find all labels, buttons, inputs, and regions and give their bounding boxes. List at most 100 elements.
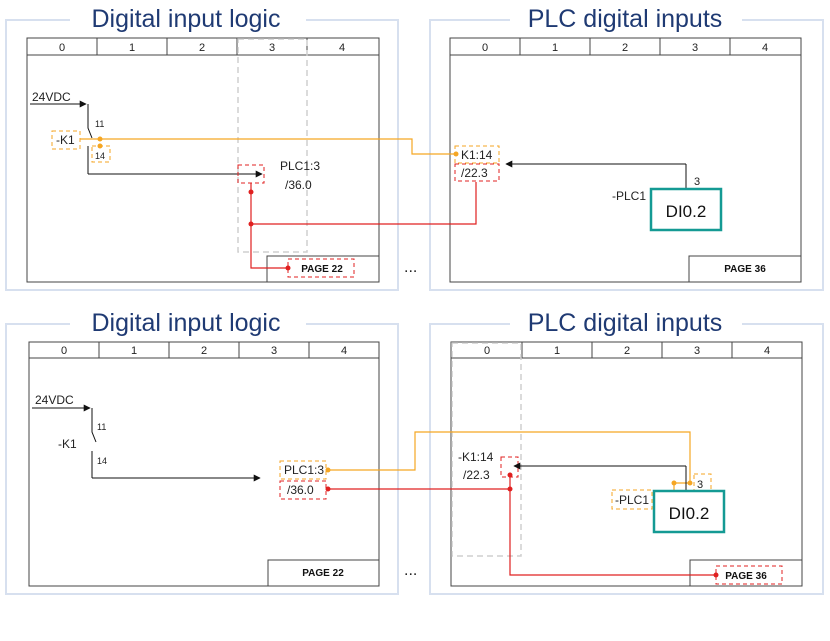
- page-label: PAGE 22: [301, 264, 343, 275]
- column-label: 0: [484, 345, 490, 357]
- column-label: 2: [201, 345, 207, 357]
- column-label: 2: [624, 345, 630, 357]
- panel-2-title: PLC digital inputs: [528, 5, 723, 33]
- xref-source-label: K1:14: [461, 148, 493, 162]
- sheet-frame: [449, 37, 802, 283]
- device-highlight: [611, 489, 653, 510]
- sheet-bottom-left: 0 1 2 3 4: [28, 341, 380, 587]
- column-highlight-0: [451, 342, 522, 557]
- column-label: 3: [271, 345, 277, 357]
- top-left-circuit: 24VDC 11 14 -K1 PLC1:3 /36.0: [30, 90, 320, 192]
- bottom-red-link: [328, 475, 716, 576]
- terminal-label: 3: [697, 479, 703, 491]
- column-label: 2: [199, 42, 205, 54]
- top-orange-link: [80, 138, 456, 155]
- relay-label: -K1: [56, 133, 75, 147]
- bottom-left-circuit: 24VDC 11 14 -K1 PLC1:3 /36.0 PAGE 22: [32, 393, 344, 579]
- column-label: 4: [762, 42, 768, 54]
- ellipsis: ...: [404, 259, 417, 276]
- top-red-dots: [248, 189, 291, 271]
- page-box: [266, 255, 380, 283]
- page-label: PAGE 36: [724, 264, 766, 275]
- column-label: 2: [622, 42, 628, 54]
- column-highlight-3: [237, 38, 308, 253]
- panel-titles: Digital input logic PLC digital inputs D…: [70, 4, 742, 340]
- page-box: [689, 559, 803, 587]
- pin-out-label: 14: [97, 456, 107, 466]
- xref-target-label: PLC1:3: [284, 463, 324, 477]
- xref-to-page-wire: [250, 224, 288, 269]
- page-box: [688, 255, 802, 283]
- contact-upper-wire: [91, 408, 97, 443]
- xref-location-highlight: [454, 163, 500, 182]
- top-red-link: [250, 182, 477, 269]
- terminal-label: 3: [694, 176, 700, 188]
- title-bg-1: [70, 4, 306, 36]
- plc-input-label: DI0.2: [666, 202, 707, 221]
- column-label: 0: [59, 42, 65, 54]
- column-label: 1: [129, 42, 135, 54]
- column-label: 1: [131, 345, 137, 357]
- plc-to-page-wire: [509, 475, 716, 576]
- relay-to-plc-wire: [80, 138, 456, 155]
- column-highlights: [237, 38, 522, 557]
- xref-highlight: [500, 456, 519, 478]
- sheet-frame: [28, 341, 380, 587]
- junction-dot: [285, 265, 291, 271]
- bottom-orange-dots: [325, 467, 693, 486]
- pin-out-label: 14: [95, 151, 105, 161]
- column-label: 4: [341, 345, 347, 357]
- column-label: 0: [482, 42, 488, 54]
- plc-input-module: [649, 187, 723, 232]
- page-label: PAGE 36: [725, 571, 767, 582]
- junction-dot: [97, 136, 103, 142]
- supply-label: 24VDC: [35, 393, 74, 407]
- junction-dot: [325, 467, 331, 473]
- column-label: 3: [694, 345, 700, 357]
- xref-location-label: /36.0: [287, 483, 314, 497]
- column-label: 4: [764, 345, 770, 357]
- device-label: -PLC1: [612, 189, 646, 203]
- column-label: 1: [554, 345, 560, 357]
- sheet-frame: [26, 37, 380, 283]
- panel-1-shadow: [5, 19, 399, 291]
- panel-4-title: PLC digital inputs: [528, 309, 723, 337]
- xref-location-label: /22.3: [461, 166, 488, 180]
- column-dividers: [521, 342, 733, 358]
- junction-dot: [507, 486, 513, 492]
- junction-dot: [507, 472, 513, 478]
- sheet-top-left: 0 1 2 3 4: [26, 37, 380, 283]
- plc-input-module: [652, 489, 726, 534]
- bottom-red-dots: [325, 472, 719, 578]
- relay-label: -K1: [58, 437, 77, 451]
- panel-1-title: Digital input logic: [92, 5, 281, 33]
- column-label: 3: [692, 42, 698, 54]
- column-label: 3: [269, 42, 275, 54]
- junction-dot: [248, 189, 254, 195]
- xref-source-highlight: [454, 145, 500, 164]
- top-right-circuit: K1:14 /22.3 3 -PLC1 DI0.2 PAGE 36: [454, 145, 766, 275]
- column-dividers: [519, 38, 731, 55]
- xref-location-label: /36.0: [285, 178, 312, 192]
- page-label: PAGE 22: [302, 568, 344, 579]
- column-dividers: [98, 342, 310, 358]
- xref-target-highlight: [279, 460, 327, 480]
- relay-highlight: [51, 130, 81, 150]
- contact-upper-wire: [87, 104, 93, 139]
- column-label: 0: [61, 345, 67, 357]
- junction-dot: [687, 480, 693, 486]
- xref-location-highlight: [279, 480, 327, 500]
- panel-3-shadow: [5, 323, 399, 595]
- panel-3-title: Digital input logic: [92, 309, 281, 337]
- sheet-top-right: 0 1 2 3 4: [449, 37, 802, 283]
- column-label: 1: [552, 42, 558, 54]
- plc-input-label: DI0.2: [669, 504, 710, 523]
- xref-target-label: PLC1:3: [280, 159, 320, 173]
- junction-dot: [713, 572, 719, 578]
- pin-in-label: 11: [95, 119, 104, 129]
- ellipsis: ...: [404, 562, 417, 579]
- ellipsis-group: ... ...: [404, 259, 417, 579]
- pin-in-label: 11: [97, 422, 106, 432]
